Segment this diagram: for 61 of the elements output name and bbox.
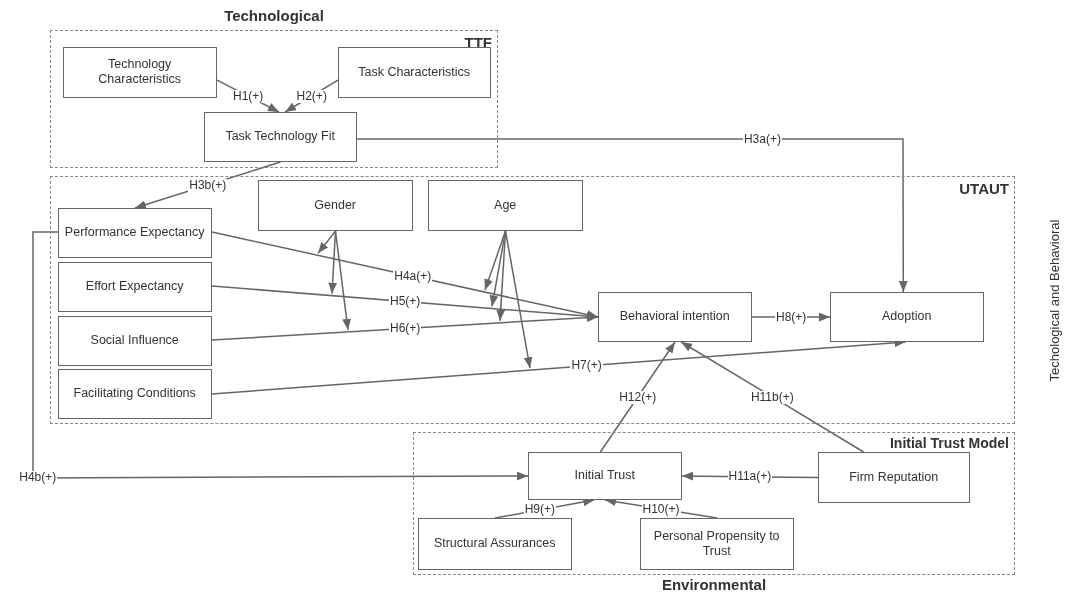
arrow [680,341,865,453]
moderator-arrow [334,230,351,331]
construct-box [427,179,583,231]
construct-box [417,517,572,570]
construct-box [57,207,212,258]
construct-box [639,517,794,570]
group-title: Technological [224,7,324,24]
edge-label: H3a(+) [742,132,782,146]
edge-label: H11a(+) [727,470,773,484]
group-frame [50,176,1015,424]
construct-label: Structural Assurances [432,536,557,552]
edge-label: H6(+) [389,322,422,336]
construct-label: Social Influence [89,333,180,349]
construct-box [817,451,970,503]
moderator-arrow [504,230,533,369]
arrow [211,231,599,319]
construct-label: Firm Reputation [848,469,940,485]
construct-label: Gender [313,197,358,213]
construct-label: Facilitating Conditions [72,386,197,402]
group-title: Initial Trust Model [890,435,1009,451]
construct-box [57,315,212,366]
edge-label: H1(+) [232,89,265,103]
edge-label: H5(+) [389,295,422,309]
construct-box [829,291,984,342]
construct-box [62,46,217,98]
construct-label: Behavioral intention [618,309,731,325]
arrow [32,231,529,481]
construct-box [203,111,357,162]
edge-label: H9(+) [523,503,556,517]
edge-label: H8(+) [775,310,808,324]
construct-label: Adoption [881,309,933,325]
edge-label: H4a(+) [393,269,433,283]
construct-label: Initial Trust [573,468,636,484]
construct-box [57,368,212,419]
edge-label: H7(+) [570,359,603,373]
construct-box [597,291,752,342]
side-label: Techological and Behavioral [1047,219,1063,381]
moderator-arrow [317,230,337,255]
edge-label: H4b(+) [18,471,58,485]
construct-label: Task Technology Fit [224,129,336,145]
construct-box [527,451,682,500]
construct-box [57,261,212,312]
arrow [599,341,676,453]
construct-label: Age [493,197,518,213]
arrow [356,138,908,293]
construct-label: Effort Expectancy [84,279,185,295]
construct-box [337,46,491,98]
group-title: Environmental [661,576,767,593]
edge-label: H2(+) [295,89,328,103]
group-title: UTAUT [959,180,1009,197]
arrow [211,313,599,341]
moderator-arrow [489,230,507,308]
edge-label: H12(+) [618,390,658,404]
construct-label: Personal Propensity to Trust [652,528,781,559]
edge-label: H10(+) [641,502,681,516]
construct-label: Technology Characteristics [97,57,182,88]
edge-label: H11b(+) [749,390,795,404]
edge-label: H3b(+) [188,178,228,192]
construct-label: Performance Expectancy [63,225,206,241]
construct-box [257,179,413,231]
construct-label: Task Characteristics [357,64,472,80]
